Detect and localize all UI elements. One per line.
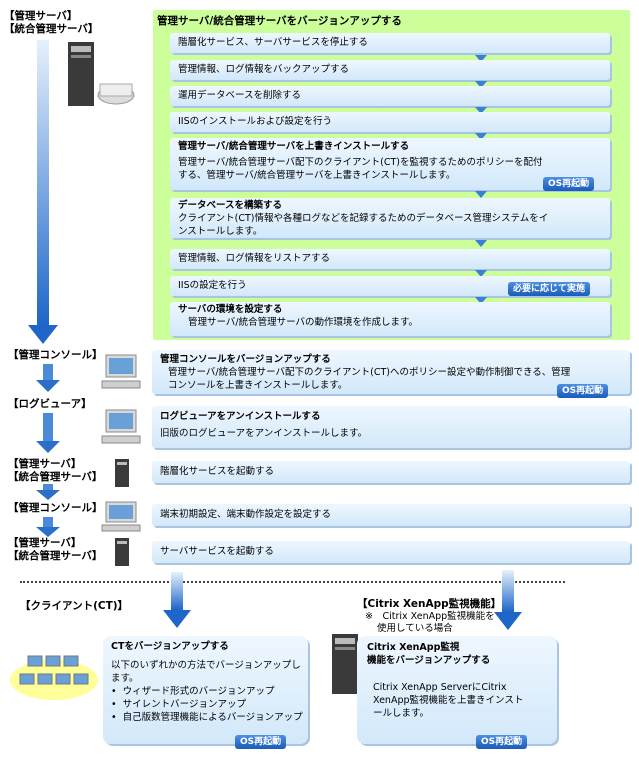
step-arrow [475, 107, 487, 114]
upgrade-title: 管理サーバ/統合管理サーバをバージョンアップする [157, 15, 402, 27]
box-line: XenApp監視機能を上書きインスト [373, 695, 524, 706]
label-logviewer: 【ログビューア】 [8, 398, 92, 410]
client-pcs-icon [10, 655, 98, 700]
flow-arrow [36, 364, 60, 392]
start-hier-service-box: 階層化サービスを起動する [152, 461, 630, 483]
server-icon [68, 42, 135, 106]
separator [20, 581, 565, 583]
step-arrow [475, 81, 487, 88]
step-text: 運用データベースを削除する [178, 90, 302, 101]
step-backup: 管理情報、ログ情報をバックアップする [170, 60, 610, 80]
citrix-upgrade-box: Citrix XenApp監視 機能をバージョンアップする Citrix Xen… [357, 636, 557, 744]
os-restart-badge: OS再起動 [557, 384, 609, 398]
label-server-3b: 【統合管理サーバ】 [8, 550, 103, 562]
step-arrow [475, 133, 487, 140]
step-text: IISのインストールおよび設定を行う [178, 116, 332, 127]
step-arrow [475, 191, 487, 198]
step-title: 管理サーバ/統合管理サーバを上書きインストールする [178, 141, 410, 152]
terminal-settings-box: 端末初期設定、端末動作設定を設定する [152, 504, 630, 526]
flow-arrow-main [28, 40, 58, 344]
step-restore: 管理情報、ログ情報をリストアする [170, 249, 610, 269]
flow-arrow [36, 413, 60, 453]
label-server-3: 【管理サーバ】 [8, 537, 82, 549]
pc-icon [101, 409, 141, 444]
box-line: ます。 [111, 673, 139, 684]
logviewer-uninstall-box: ログビューアをアンインストールする 旧版のログビューアをアンインストールします。 [152, 406, 630, 448]
step-overwrite-install: 管理サーバ/統合管理サーバを上書きインストールする 管理サーバ/統合管理サーバ配… [170, 138, 610, 190]
box-title: ログビューアをアンインストールする [160, 411, 321, 422]
citrix-note: ※ Citrix XenApp監視機能を [365, 611, 495, 622]
step-arrow [475, 55, 487, 62]
step-build-db: データベースを構築する クライアント(CT)情報や各種ログなどを記録するためのデ… [170, 198, 610, 238]
step-server-env: サーバの環境を設定する 管理サーバ/統合管理サーバの動作環境を作成します。 [170, 302, 610, 336]
ct-upgrade-box: CTをバージョンアップする 以下のいずれかの方法でバージョンアップし ます。 •… [103, 636, 308, 744]
label-console: 【管理コンソール】 [8, 349, 103, 361]
box-line: 旧版のログビューアをアンインストールします。 [160, 428, 368, 439]
step-stop-services: 階層化サービス、サーバサービスを停止する [170, 33, 610, 53]
label-server-2b: 【統合管理サーバ】 [8, 471, 103, 483]
step-text: 管理情報、ログ情報をバックアップする [178, 64, 350, 75]
server-icon [115, 538, 129, 566]
step-delete-db: 運用データベースを削除する [170, 86, 610, 106]
step-arrow [475, 240, 487, 247]
pc-icon [101, 501, 141, 532]
start-server-service-box: サーバサービスを起動する [152, 541, 630, 563]
ct-method-item: • 自己版数管理機能によるバージョンアップ [111, 712, 303, 723]
ct-method-item: • ウィザード形式のバージョンアップ [111, 686, 275, 697]
step-iis-settings: IISの設定を行う [170, 276, 610, 296]
flow-arrow [36, 484, 60, 500]
step-line: 管理サーバ/統合管理サーバの動作環境を作成します。 [188, 317, 419, 328]
box-title: 機能をバージョンアップする [367, 655, 491, 666]
step-line: する、管理サーバ/統合管理サーバを上書きインストールします。 [178, 170, 456, 181]
label-citrix: 【Citrix XenApp監視機能】 [357, 598, 502, 610]
step-line: ンストールします。 [178, 226, 263, 237]
label-client: 【クライアント(CT)】 [20, 600, 129, 612]
box-text: サーバサービスを起動する [160, 546, 274, 557]
step-arrow [475, 270, 487, 277]
flow-arrow [36, 517, 60, 537]
box-title: 管理コンソールをバージョンアップする [160, 354, 331, 365]
box-title: Citrix XenApp監視 [367, 642, 460, 653]
os-restart-badge: OS再起動 [476, 735, 528, 749]
pc-icon [101, 354, 141, 389]
box-text: 端末初期設定、端末動作設定を設定する [160, 509, 332, 520]
server-icon [115, 459, 129, 487]
console-upgrade-box: 管理コンソールをバージョンアップする 管理サーバ/統合管理サーバ配下のクライアン… [152, 350, 630, 394]
as-needed-badge: 必要に応じて実施 [508, 282, 591, 296]
flow-arrow-ct [163, 572, 191, 628]
ct-method-item: • サイレントバージョンアップ [111, 699, 246, 710]
box-line: 管理サーバ/統合管理サーバ配下のクライアント(CT)へのポリシー設定や動作制御で… [168, 367, 571, 378]
os-restart-badge: OS再起動 [543, 177, 595, 191]
step-text: IISの設定を行う [178, 280, 247, 291]
step-title: サーバの環境を設定する [178, 304, 283, 315]
box-title: CTをバージョンアップする [111, 641, 229, 652]
box-line: Citrix XenApp ServerにCitrix [373, 682, 507, 693]
citrix-note: 使用している場合 [377, 623, 453, 634]
citrix-server-icon [332, 634, 358, 694]
box-text: 階層化サービスを起動する [160, 466, 275, 477]
step-text: 管理情報、ログ情報をリストアする [178, 253, 331, 264]
step-line: 管理サーバ/統合管理サーバ配下のクライアント(CT)を監視するためのポリシーを配… [178, 157, 543, 168]
label-server-main: 【管理サーバ】 [4, 10, 78, 22]
step-title: データベースを構築する [178, 200, 283, 211]
step-iis-install: IISのインストールおよび設定を行う [170, 112, 610, 132]
os-restart-badge: OS再起動 [235, 735, 287, 749]
flow-arrow-citrix [494, 570, 522, 630]
label-server-main-2: 【統合管理サーバ】 [4, 23, 99, 35]
box-line: 以下のいずれかの方法でバージョンアップし [111, 660, 301, 671]
step-text: 階層化サービス、サーバサービスを停止する [178, 37, 368, 48]
step-line: クライアント(CT)情報や各種ログなどを記録するためのデータベース管理システムを… [178, 213, 549, 224]
label-console-2: 【管理コンソール】 [8, 502, 103, 514]
box-line: コンソールを上書きインストールします。 [168, 380, 348, 391]
step-arrow [475, 297, 487, 304]
label-server-2: 【管理サーバ】 [8, 458, 82, 470]
box-line: ールします。 [373, 708, 430, 719]
